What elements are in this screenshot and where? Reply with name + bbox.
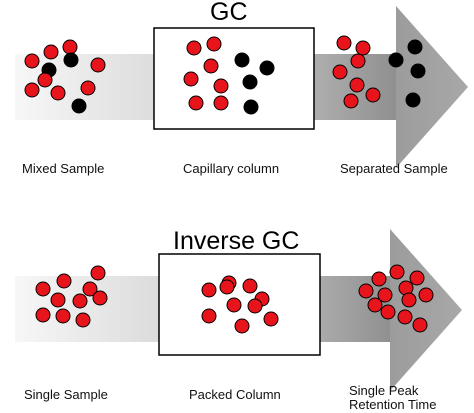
gc-black-particle — [405, 92, 421, 108]
igc-red-particle — [226, 297, 242, 313]
gc-red-particle — [213, 95, 229, 111]
caption-single-peak-line1: Single Peak — [349, 383, 419, 398]
igc-red-particle — [55, 308, 71, 324]
caption-single-peak: Single Peak Retention Time — [349, 384, 474, 412]
caption-separated-sample: Separated Sample — [340, 161, 448, 176]
gc-red-particle — [355, 40, 371, 56]
gc-arrowhead — [396, 6, 468, 168]
igc-red-particle — [358, 283, 374, 299]
gc-red-particle — [349, 77, 365, 93]
igc-red-particle — [263, 311, 279, 327]
igc-red-particle — [242, 278, 258, 294]
gc-red-particle — [24, 53, 40, 69]
gc-black-particle — [243, 99, 259, 115]
igc-red-particle — [90, 265, 106, 281]
gc-red-particle — [24, 82, 40, 98]
inverse-gc-particles — [35, 264, 434, 334]
gc-particles — [24, 35, 426, 115]
igc-red-particle — [412, 317, 428, 333]
gc-red-particle — [186, 40, 202, 56]
igc-red-particle — [401, 292, 417, 308]
igc-red-particle — [72, 293, 88, 309]
gc-black-particle — [234, 52, 250, 68]
gc-black-particle — [242, 74, 258, 90]
gc-red-particle — [43, 44, 59, 60]
igc-red-particle — [377, 287, 393, 303]
gc-red-particle — [213, 78, 229, 94]
inverse-gc-arrowhead — [390, 229, 462, 391]
igc-red-particle — [50, 292, 66, 308]
igc-red-particle — [35, 281, 51, 297]
igc-red-particle — [371, 271, 387, 287]
igc-red-particle — [380, 304, 396, 320]
caption-capillary-column: Capillary column — [183, 161, 280, 176]
igc-red-particle — [234, 318, 250, 334]
igc-red-particle — [201, 308, 217, 324]
gc-red-particle — [350, 53, 366, 69]
igc-red-particle — [418, 287, 434, 303]
igc-red-particle — [201, 282, 217, 298]
gc-black-particle — [388, 52, 404, 68]
igc-red-particle — [367, 297, 383, 313]
igc-red-particle — [35, 307, 51, 323]
gc-black-particle — [63, 52, 79, 68]
capillary-column-box — [153, 27, 315, 130]
gc-red-particle — [332, 64, 348, 80]
caption-packed-column: Packed Column — [189, 387, 281, 402]
caption-mixed-sample: Mixed Sample — [22, 161, 105, 176]
inverse-gc-title: Inverse GC — [173, 227, 300, 255]
gc-black-particle — [259, 60, 275, 76]
igc-red-particle — [389, 264, 405, 280]
igc-red-particle — [247, 298, 263, 314]
gc-red-particle — [37, 72, 53, 88]
caption-single-sample: Single Sample — [24, 387, 108, 402]
igc-red-particle — [92, 290, 108, 306]
gc-red-particle — [80, 80, 96, 96]
gc-black-particle — [407, 39, 423, 55]
gc-title: GC — [210, 0, 248, 26]
gc-red-particle — [62, 39, 78, 55]
gc-red-particle — [336, 35, 352, 51]
igc-red-particle — [409, 270, 425, 286]
gc-red-particle — [365, 87, 381, 103]
igc-red-particle — [82, 281, 98, 297]
gc-red-particle — [343, 93, 359, 109]
gc-red-particle — [188, 95, 204, 111]
gc-red-particle — [203, 58, 219, 74]
igc-red-particle — [397, 309, 413, 325]
igc-red-particle — [56, 273, 72, 289]
gc-black-particle — [71, 98, 87, 114]
gc-red-particle — [50, 85, 66, 101]
igc-red-particle — [219, 279, 235, 295]
caption-retention-time-line2: Retention Time — [349, 397, 437, 412]
igc-red-particle — [75, 312, 91, 328]
gc-red-particle — [90, 57, 106, 73]
gc-black-particle — [410, 63, 426, 79]
gc-red-particle — [206, 36, 222, 52]
gc-red-particle — [183, 71, 199, 87]
